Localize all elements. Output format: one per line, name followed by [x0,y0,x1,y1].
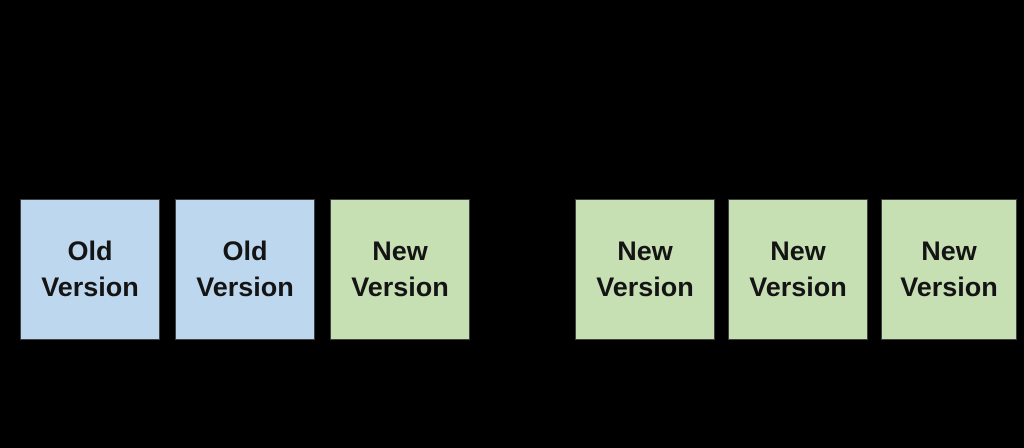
box-label: New Version [900,235,998,302]
box-label: New Version [351,235,449,302]
new-version-box-3: New Version [728,199,868,340]
new-version-box-1: New Version [330,199,470,340]
box-label: New Version [596,235,694,302]
box-label: Old Version [196,235,294,302]
after-deployment-group: New Version New Version New Version [575,199,1017,340]
new-version-box-2: New Version [575,199,715,340]
new-version-box-4: New Version [881,199,1017,340]
box-label: Old Version [41,235,139,302]
box-label: New Version [749,235,847,302]
old-version-box-2: Old Version [175,199,315,340]
old-version-box-1: Old Version [20,199,160,340]
before-deployment-group: Old Version Old Version New Version [20,199,470,340]
